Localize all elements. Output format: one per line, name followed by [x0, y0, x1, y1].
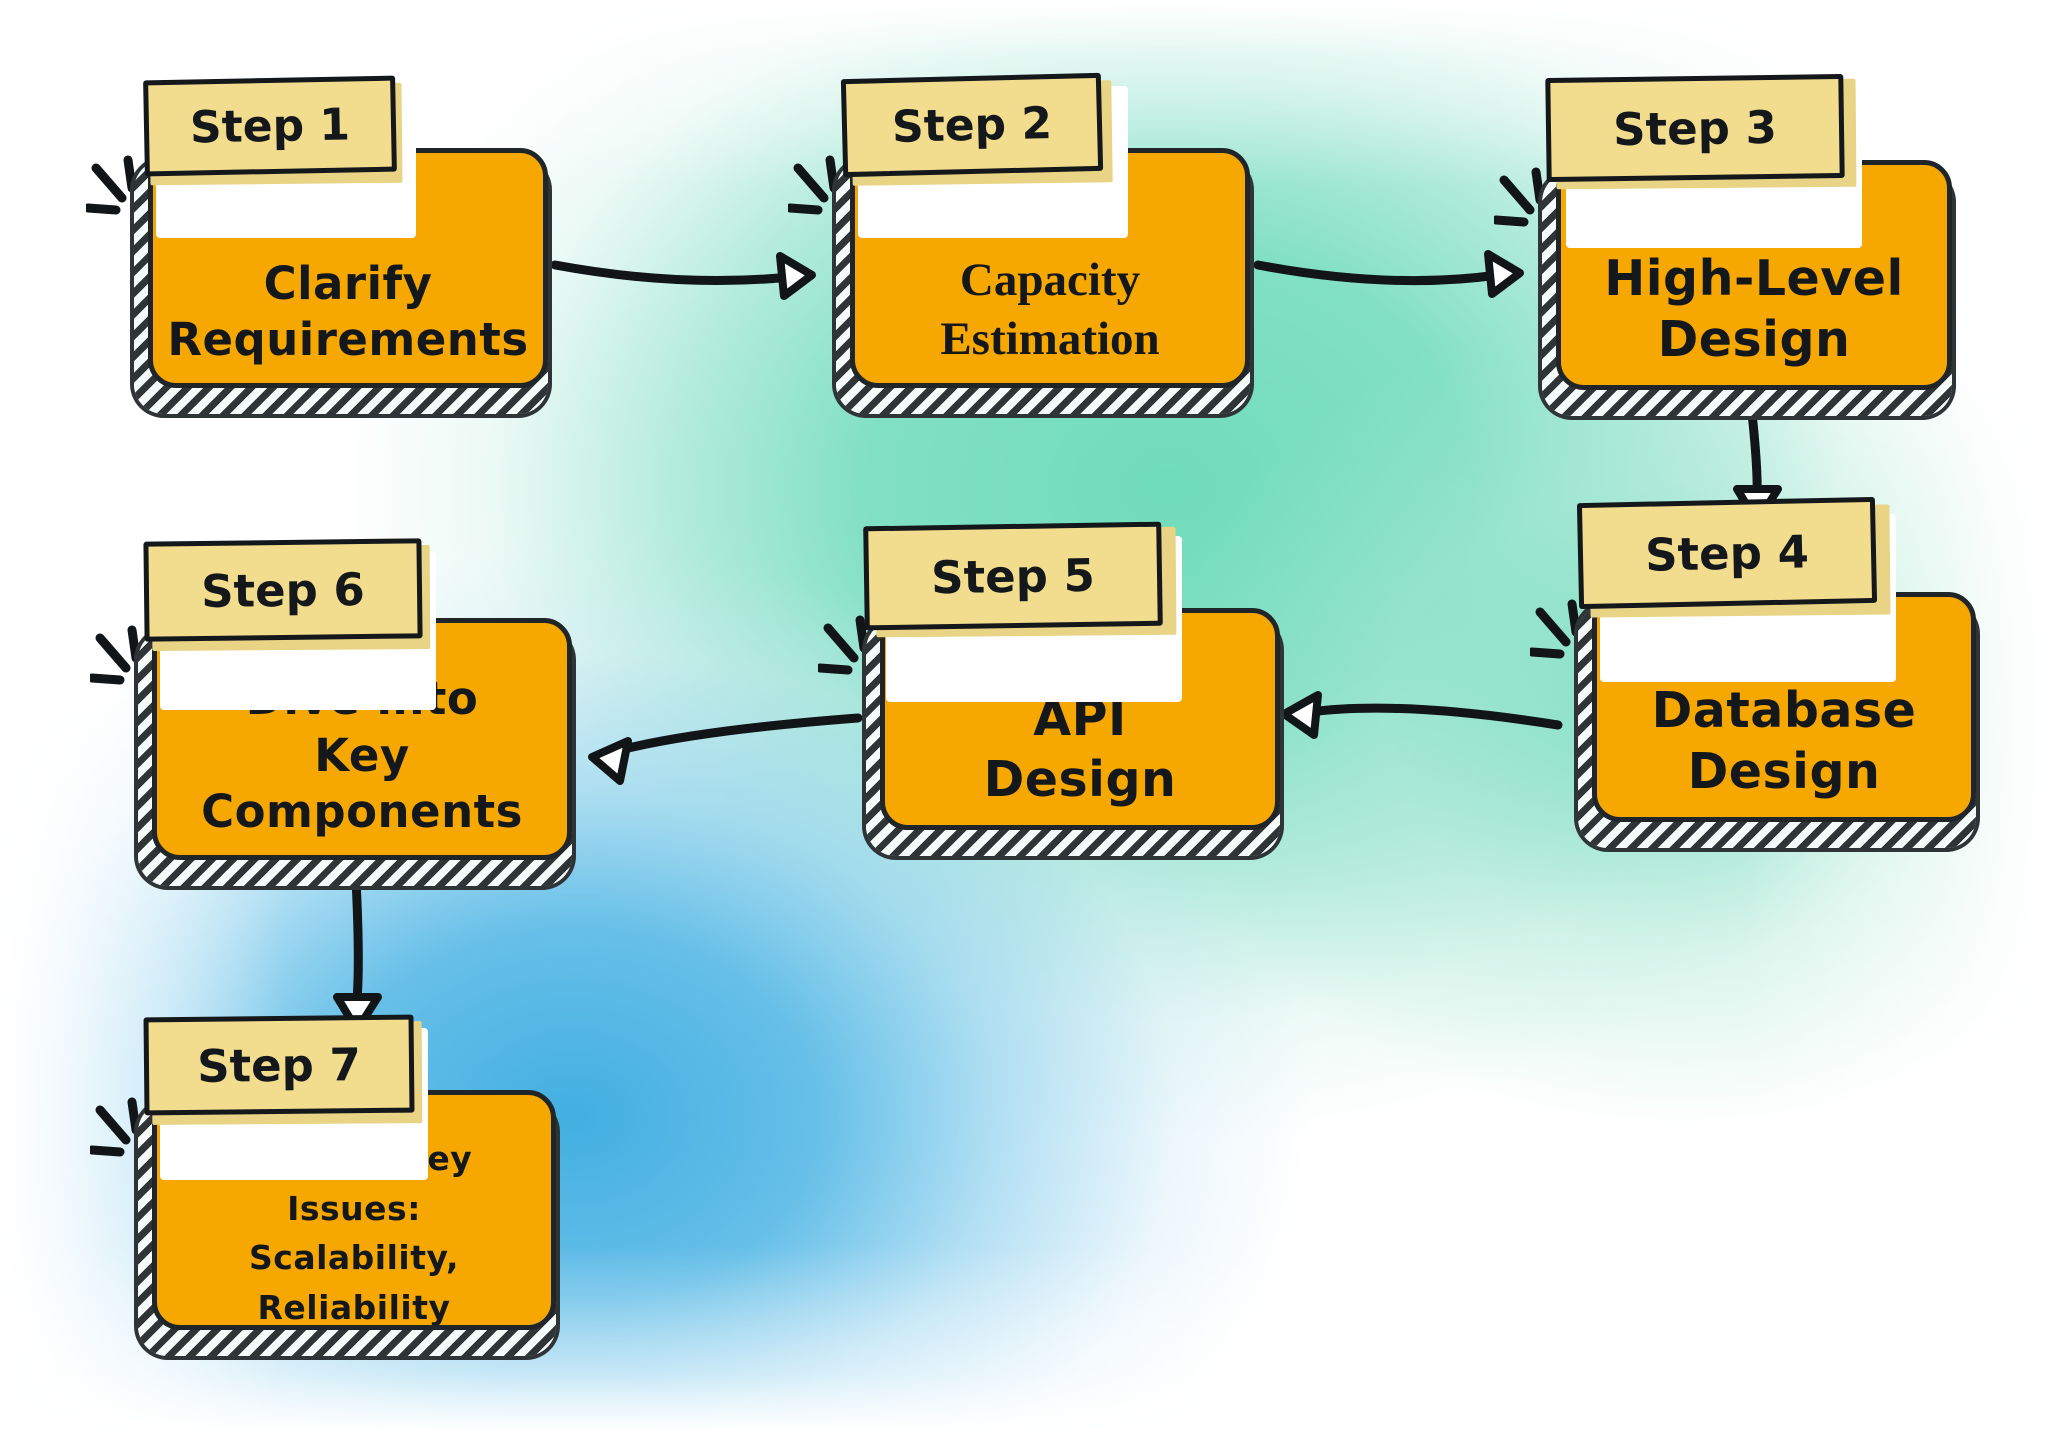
node-step7[interactable]: Address Key Issues: Scalability, Reliabi…	[90, 1014, 556, 1356]
sparkle-icon	[1494, 167, 1545, 227]
tab-step3[interactable]: Step 3	[1545, 73, 1845, 183]
tab-label: Step 3	[1612, 100, 1778, 156]
sparkle-icon	[86, 155, 137, 215]
node-step4[interactable]: Database Design Step 4	[1530, 496, 1976, 848]
arrow-step6-to-step7	[333, 875, 382, 1034]
sparkle-icon	[788, 155, 839, 215]
tab-step2[interactable]: Step 2	[840, 72, 1104, 178]
tab-step1[interactable]: Step 1	[143, 75, 397, 177]
node-label-step4: Database Design	[1597, 680, 1971, 817]
node-label-line: Scalability, Reliability	[249, 1238, 459, 1327]
node-step2[interactable]: Capacity Estimation Step 2	[788, 72, 1250, 414]
node-label-line: Key Components	[201, 728, 523, 839]
node-label-line: Clarify	[263, 256, 433, 310]
node-label-step3: High-Level Design	[1561, 248, 1947, 385]
tab-label: Step 5	[930, 548, 1096, 604]
tab-label: Step 2	[891, 97, 1053, 153]
node-label-line: Requirements	[167, 313, 529, 367]
node-label-step2: Capacity Estimation	[855, 251, 1245, 383]
node-label-line: Design	[983, 751, 1177, 809]
sparkle-icon	[90, 1097, 141, 1157]
node-step5[interactable]: API Design Step 5	[818, 521, 1280, 856]
card-body-step6: Dive into Key Components	[152, 618, 572, 860]
arrow-step1-to-step2	[550, 252, 816, 300]
node-label-step5: API Design	[885, 688, 1275, 825]
tab-label: Step 7	[196, 1037, 362, 1093]
tab-step5[interactable]: Step 5	[863, 521, 1163, 631]
node-label-step1: Clarify Requirements	[153, 256, 543, 383]
sparkle-icon	[1530, 599, 1581, 659]
node-label-line: Database	[1651, 681, 1917, 739]
tab-label: Step 6	[200, 562, 366, 618]
tab-label: Step 1	[189, 98, 351, 154]
arrow-step2-to-step3	[1253, 250, 1524, 298]
tab-label: Step 4	[1644, 524, 1810, 582]
tab-step6[interactable]: Step 6	[143, 538, 423, 642]
arrow-step4-to-step5	[1280, 691, 1563, 739]
node-step3[interactable]: High-Level Design Step 3	[1494, 73, 1952, 416]
arrow-step5-to-step6	[588, 713, 863, 785]
node-label-line: High-Level	[1604, 249, 1904, 307]
sparkle-icon	[90, 625, 141, 685]
node-step1[interactable]: Clarify Requirements Step 1	[86, 75, 548, 414]
node-label-line: Estimation	[940, 312, 1160, 365]
node-label-line: Design	[1687, 743, 1881, 801]
tab-step4[interactable]: Step 4	[1576, 496, 1878, 610]
node-label-line: Capacity	[959, 253, 1141, 306]
node-label-line: Design	[1657, 311, 1851, 369]
sparkle-icon	[818, 615, 869, 675]
tab-step7[interactable]: Step 7	[143, 1014, 415, 1116]
node-step6[interactable]: Dive into Key Components Step 6	[90, 538, 572, 886]
